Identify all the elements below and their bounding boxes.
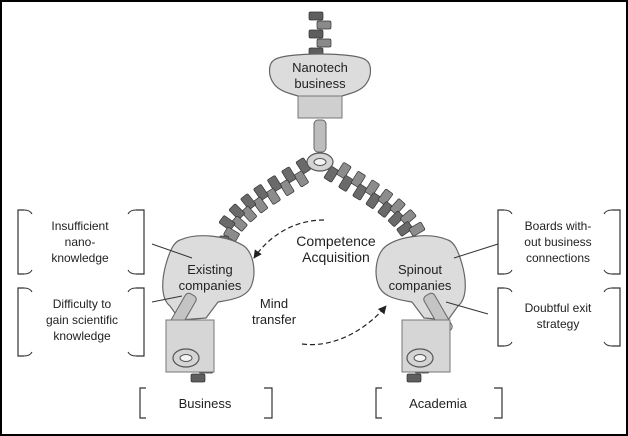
left-slider-ring-hole xyxy=(180,355,192,362)
bottom-box-business: Business xyxy=(140,388,272,418)
competence-acquisition-label-line2: Acquisition xyxy=(302,249,370,265)
zipper-tooth xyxy=(407,374,421,382)
top-slider: Nanotech business xyxy=(270,54,371,171)
zipper-tooth xyxy=(351,171,366,188)
callout-right-1-line2: out business xyxy=(524,235,591,249)
zipper-tooth xyxy=(191,374,205,382)
callout-left-1-line2: nano- xyxy=(65,235,96,249)
mind-transfer-label-line2: transfer xyxy=(252,312,297,327)
callout-right-2-line1: Doubtful exit xyxy=(525,301,592,315)
callout-left-1-line3: knowledge xyxy=(51,251,109,265)
zipper-tooth xyxy=(336,162,351,179)
zipper-tooth xyxy=(338,175,353,192)
callout-boards-without-business-connections: Boards with- out business connections xyxy=(498,210,620,274)
connector-right-box-1 xyxy=(454,244,498,258)
right-slider-label-line1: Spinout xyxy=(398,262,442,277)
callout-right-1-line1: Boards with- xyxy=(525,219,592,233)
callout-doubtful-exit-strategy: Doubtful exit strategy xyxy=(498,288,620,346)
left-slider-label-line1: Existing xyxy=(187,262,233,277)
top-slider-pull-tab xyxy=(314,120,326,152)
competence-acquisition-label-line1: Competence xyxy=(296,233,376,249)
zipper-tooth xyxy=(267,175,282,192)
mind-transfer-label-line1: Mind xyxy=(260,296,288,311)
top-slider-label-line2: business xyxy=(294,76,346,91)
zipper-tooth xyxy=(317,39,331,47)
left-slider: Existing companies xyxy=(163,236,254,372)
mind-transfer-arrow xyxy=(302,306,386,345)
zipper-tooth xyxy=(409,222,426,237)
callout-left-2-line2: gain scientific xyxy=(46,313,118,327)
zipper-tooth xyxy=(309,30,323,38)
top-slider-plate xyxy=(298,96,342,118)
callout-right-1-line3: connections xyxy=(526,251,590,265)
bottom-box-business-label: Business xyxy=(179,396,232,411)
callout-left-2-line3: knowledge xyxy=(53,329,111,343)
right-slider-ring-hole xyxy=(414,355,426,362)
bottom-box-academia-label: Academia xyxy=(409,396,468,411)
callout-right-2-line2: strategy xyxy=(537,317,580,331)
zipper-teeth-top xyxy=(309,12,331,56)
top-slider-ring-hole xyxy=(314,159,326,166)
top-slider-label-line1: Nanotech xyxy=(292,60,348,75)
callout-left-1-line1: Insufficient xyxy=(51,219,109,233)
zipper-tooth xyxy=(309,12,323,20)
zipper-tooth xyxy=(294,171,309,188)
zipper-tooth xyxy=(281,167,296,184)
bottom-box-academia: Academia xyxy=(376,388,502,418)
zipper-tooth xyxy=(317,21,331,29)
callout-difficulty-scientific-knowledge: Difficulty to gain scientific knowledge xyxy=(18,288,144,356)
left-slider-label-line2: companies xyxy=(179,278,242,293)
right-slider-label-line2: companies xyxy=(389,278,452,293)
zipper-tooth xyxy=(279,179,294,196)
callout-left-2-line1: Difficulty to xyxy=(53,297,112,311)
callout-insufficient-nano-knowledge: Insufficient nano- knowledge xyxy=(18,210,144,274)
